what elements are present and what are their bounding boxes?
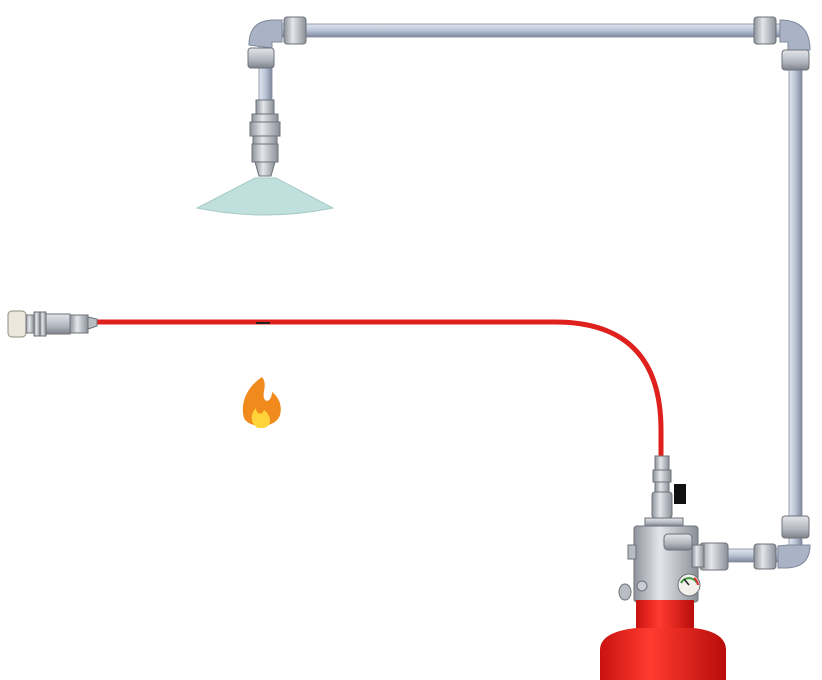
spray-nozzle-icon bbox=[249, 99, 281, 177]
detection-tube bbox=[96, 319, 664, 458]
valve-handle-icon bbox=[674, 484, 686, 504]
flame-icon bbox=[242, 377, 281, 428]
distribution-pipe bbox=[247, 16, 811, 571]
elbow-top-right bbox=[779, 19, 811, 51]
end-of-line-sensor-icon bbox=[7, 310, 98, 338]
extinguisher-cylinder bbox=[600, 600, 726, 680]
pipe-nut bbox=[247, 47, 275, 69]
pressure-gauge-icon bbox=[677, 573, 701, 597]
pipe-nut bbox=[753, 543, 777, 570]
elbow-bottom-right bbox=[777, 544, 811, 569]
pipe-nut bbox=[753, 16, 777, 45]
pipe-nut bbox=[283, 16, 307, 45]
valve-assembly bbox=[618, 455, 705, 603]
pipe-nut bbox=[781, 515, 810, 539]
pipe-nut bbox=[781, 49, 810, 71]
elbow-top-left bbox=[248, 19, 283, 49]
spray-cone bbox=[195, 177, 335, 216]
